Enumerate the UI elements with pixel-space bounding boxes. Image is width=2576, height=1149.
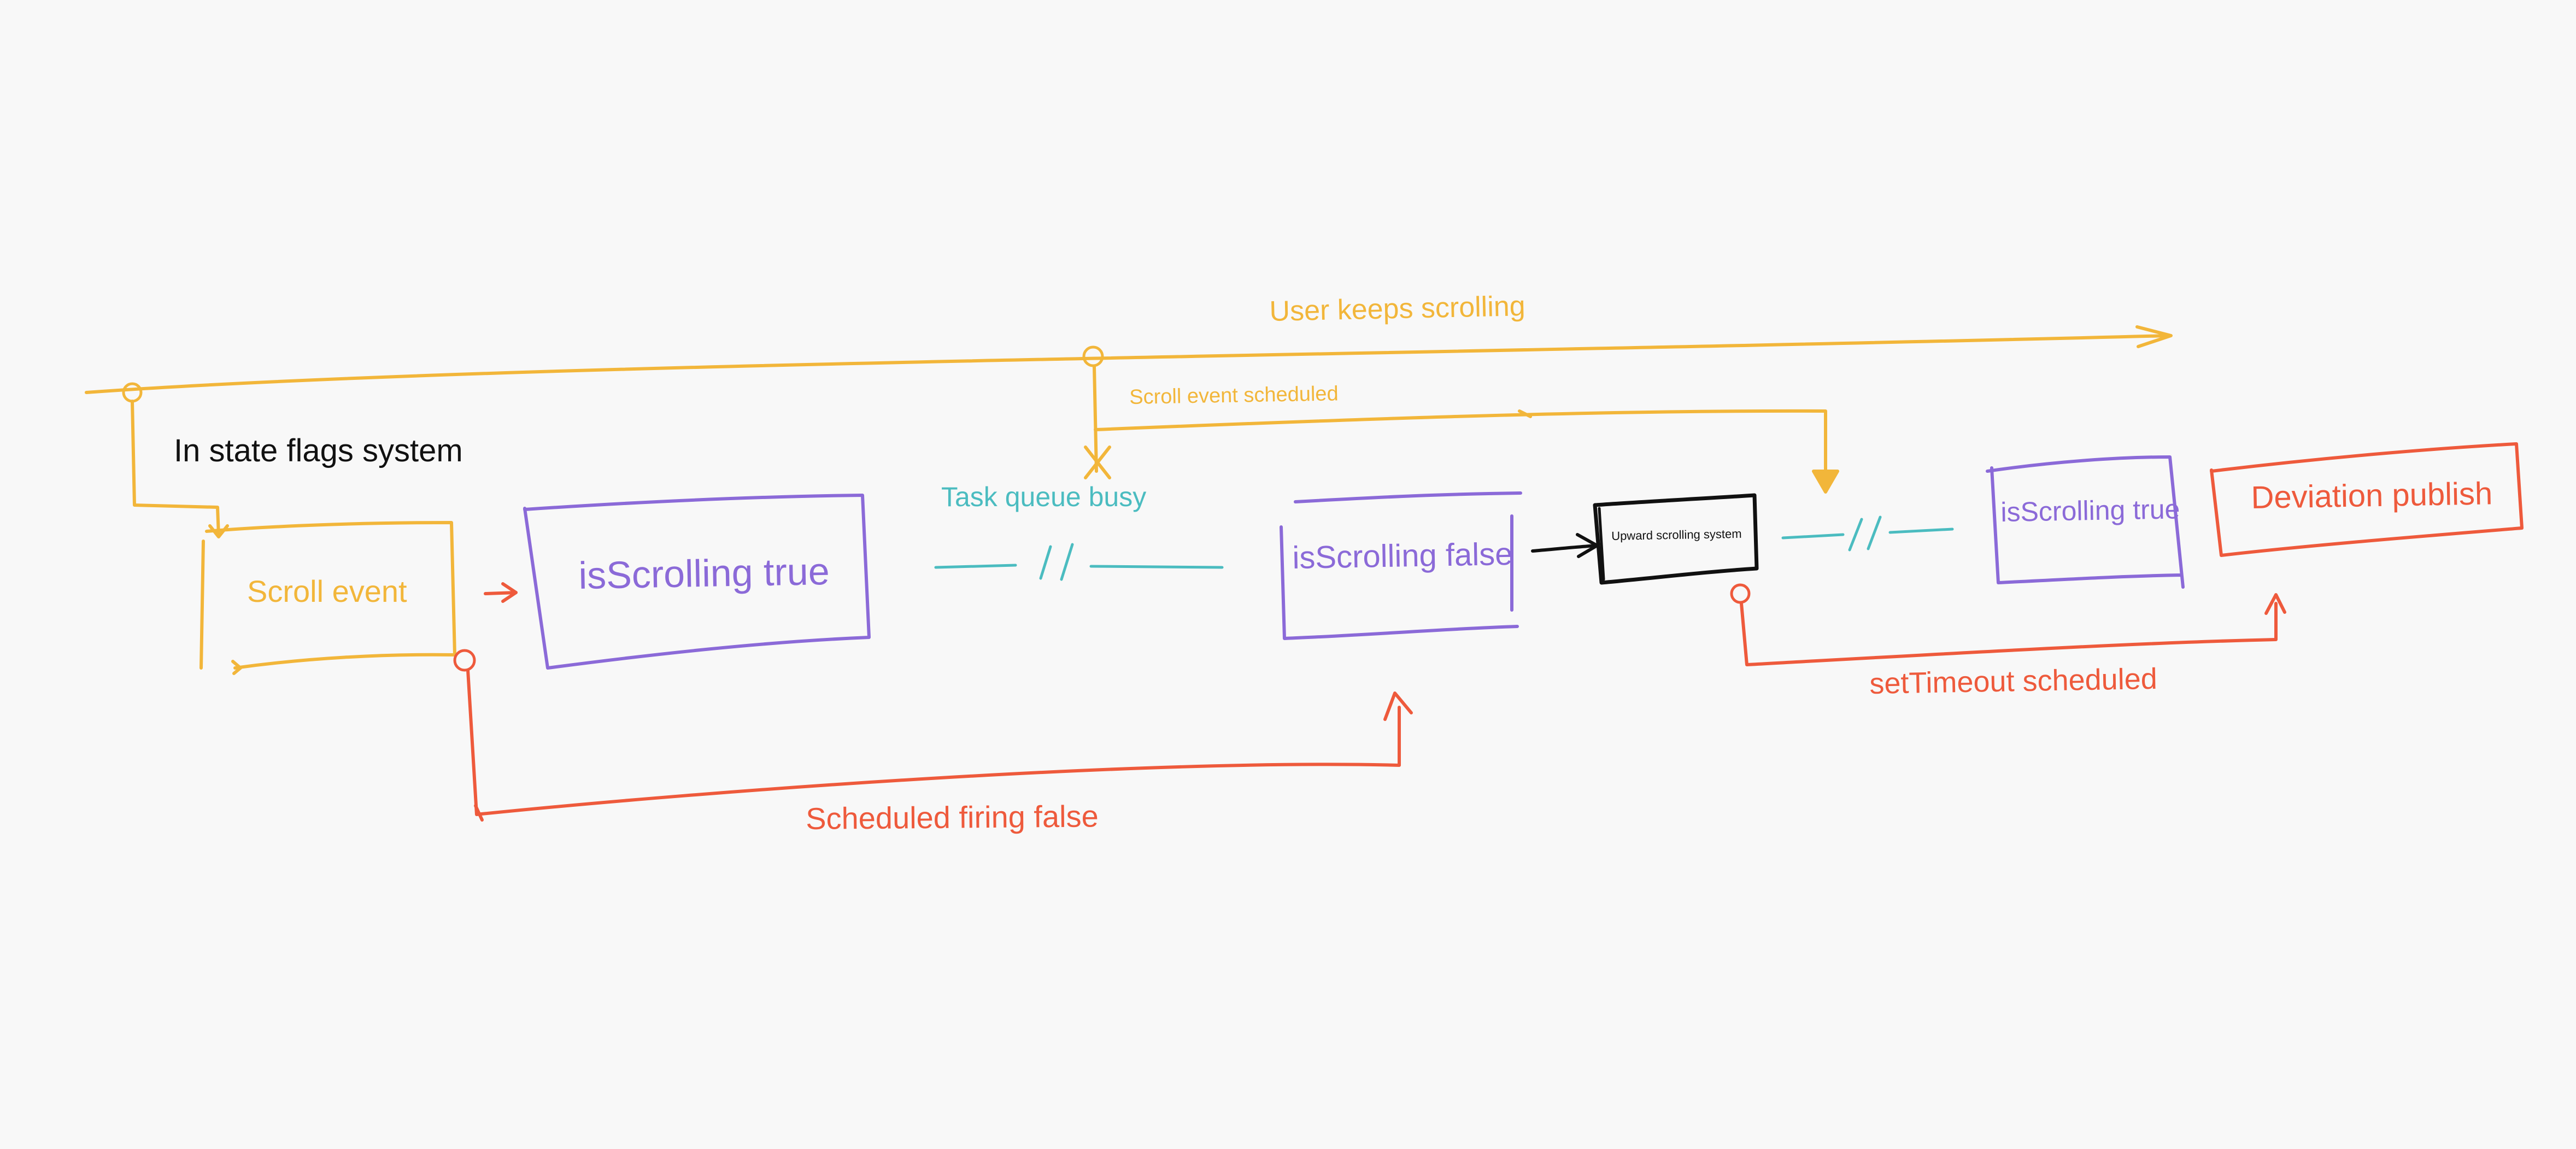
- box-is-scrolling-true-2: [1986, 455, 2185, 589]
- down-to-scroll-line: [131, 400, 220, 537]
- yellow-connectors: [85, 325, 2173, 675]
- arrow-to-upward-line: [1531, 544, 1599, 553]
- node-scroll-event: Scroll event: [247, 574, 407, 608]
- upward-box-inner: [1598, 507, 1605, 581]
- timeout-arrow-line: [1740, 602, 2278, 666]
- queue-break-2: [1848, 515, 1882, 552]
- box-is-scrolling-false: [1280, 491, 1522, 640]
- firing-tick: [474, 804, 484, 822]
- queue-dash-2: [1089, 565, 1224, 569]
- queue-dash-3: [1781, 533, 1845, 540]
- queue-break-1: [1039, 543, 1074, 581]
- mid-down-line: [1093, 365, 1098, 473]
- node-upward-scrolling-system: Upward scrolling system: [1611, 526, 1742, 543]
- arrow-to-true-head: [501, 582, 518, 603]
- firing-return-line: [466, 669, 1401, 816]
- blocked-x-mark: [1084, 445, 1111, 479]
- scroll-event-box-tick: [231, 660, 242, 675]
- firing-return-head: [1383, 691, 1413, 721]
- diagram-title: In state flags system: [174, 433, 463, 468]
- loop-start-node: [122, 382, 143, 403]
- box-deviation-publish: [2210, 442, 2524, 557]
- arrow-to-true-line: [484, 591, 518, 595]
- timeout-arrow-head: [2264, 593, 2286, 615]
- node-is-scrolling-false: isScrolling false: [1292, 536, 1513, 576]
- scheduled-arrow-head: [1812, 470, 1839, 494]
- teal-connectors: [934, 515, 1954, 581]
- upward-box: [1593, 493, 1759, 585]
- loop-arrow-head: [2135, 325, 2173, 348]
- scheduled-arrow-mid-tick: [1518, 409, 1532, 418]
- box-is-scrolling-true: [523, 494, 871, 670]
- label-scheduled-firing-false: Scheduled firing false: [805, 799, 1099, 836]
- queue-dash-4: [1888, 527, 1954, 534]
- label-task-queue-busy: Task queue busy: [941, 482, 1147, 512]
- node-is-scrolling-true-2: isScrolling true: [2000, 494, 2180, 527]
- label-settimeout-scheduled: setTimeout scheduled: [1869, 662, 2158, 700]
- loop-mid-node: [1082, 345, 1104, 367]
- label-scroll-event-scheduled: Scroll event scheduled: [1129, 382, 1339, 409]
- purple-boxes: [523, 455, 2185, 670]
- black-connectors: [1531, 493, 1759, 585]
- node-deviation-publish: Deviation publish: [2250, 476, 2493, 515]
- loop-arrow-line: [85, 334, 2172, 394]
- firing-start-node: [453, 649, 476, 672]
- red-connectors: [453, 442, 2524, 822]
- queue-dash-1: [934, 564, 1017, 569]
- node-is-scrolling-true: isScrolling true: [578, 549, 830, 597]
- timeout-start-node: [1730, 583, 1751, 604]
- scroll-event-box: [199, 521, 456, 670]
- scheduled-arrow-line: [1094, 409, 1827, 487]
- label-user-keeps-scrolling: User keeps scrolling: [1269, 290, 1526, 327]
